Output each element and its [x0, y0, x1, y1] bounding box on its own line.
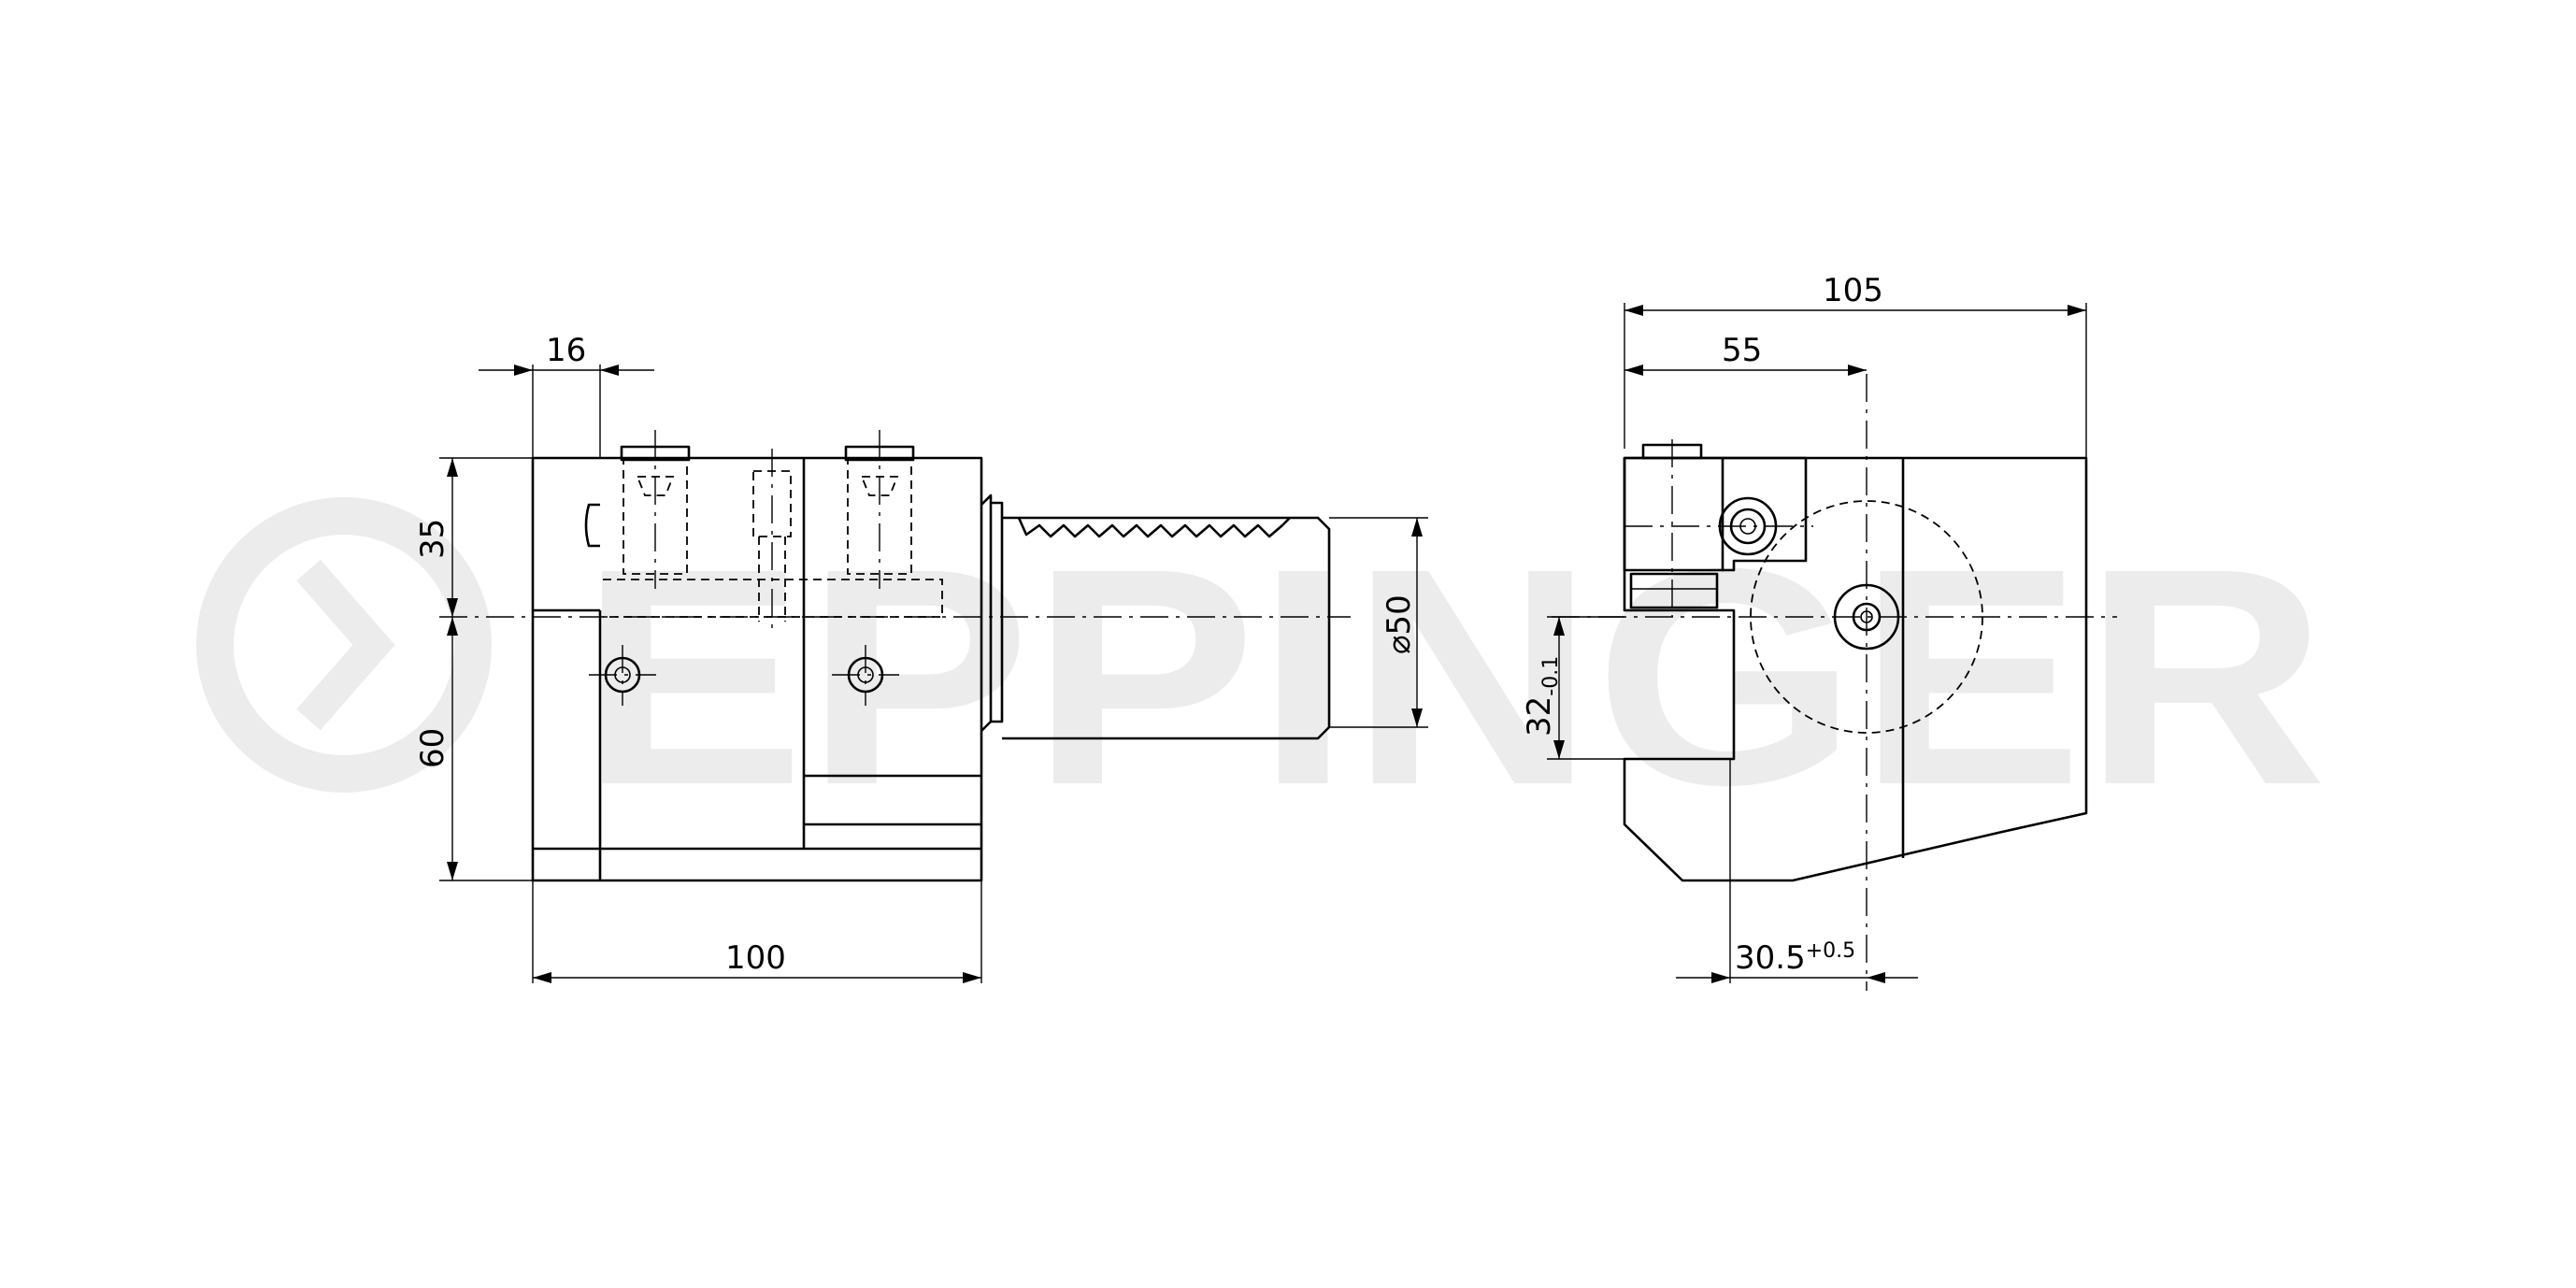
side-set-screw [584, 503, 600, 548]
dim-30-5-arrow-right [1867, 972, 1885, 983]
dim-32-arrow-top [1553, 617, 1565, 636]
side-shank-flange [991, 501, 1004, 723]
dim-30-5-label: 30.5+0.5 [1735, 939, 1855, 977]
side-shank-serration [1017, 517, 1291, 538]
dim-30-5-arrow-left [1711, 972, 1730, 983]
front-wedge [1629, 572, 1719, 609]
side-screw-bore-left [623, 459, 688, 575]
dim-105-arrow-right [2068, 305, 2086, 316]
dim-60-label: 60 [414, 728, 451, 768]
dim-60-arrow-bottom [447, 862, 458, 880]
front-dimensions: 105 55 32-0.1 30.5+0.5 [1521, 272, 2087, 983]
dim-30-5-value: 30.5 [1735, 939, 1806, 977]
dim-35-label: 35 [414, 519, 451, 559]
side-shank-collar [980, 494, 993, 732]
dim-60-arrow-top [447, 617, 458, 636]
front-view [1552, 374, 2117, 991]
dim-35-arrow-bottom [447, 598, 458, 617]
side-shank-body [1002, 516, 1331, 740]
watermark-logo-ring [196, 497, 492, 793]
watermark-logo: EPPINGER [196, 497, 2327, 849]
dim-32-tolerance: -0.1 [1539, 656, 1563, 696]
watermark-text: EPPINGER [580, 504, 2327, 849]
dim-16-arrow-right [600, 365, 619, 376]
dim-35-arrow-top [447, 458, 458, 477]
dim-d50-arrow-top [1411, 518, 1423, 537]
dim-55-arrow-left [1624, 365, 1643, 376]
dim-105-arrow-left [1624, 305, 1643, 316]
dim-d50-label: ⌀50 [1381, 594, 1418, 654]
dim-16-arrow-left [514, 365, 533, 376]
dim-100-label: 100 [725, 939, 786, 977]
dim-100-arrow-right [963, 972, 981, 983]
dim-55-label: 55 [1722, 332, 1762, 369]
dim-32-label: 32-0.1 [1521, 656, 1563, 737]
dim-32-arrow-bottom [1553, 740, 1565, 759]
front-clamp-cutout [1723, 456, 1808, 572]
dim-16-label: 16 [546, 332, 586, 369]
side-view [439, 430, 1351, 882]
side-body-outline [531, 456, 983, 882]
dim-100-arrow-left [533, 972, 551, 983]
dim-55-arrow-right [1848, 365, 1867, 376]
front-body-outline [1623, 456, 2088, 882]
dim-105-label: 105 [1823, 272, 1883, 309]
dim-d50-value: 50 [1381, 594, 1418, 635]
side-longitudinal-bore [603, 579, 943, 618]
diameter-symbol: ⌀ [1381, 636, 1418, 654]
side-dimensions: 16 35 60 100 ⌀50 [414, 332, 1428, 983]
watermark-logo-mark [296, 559, 395, 731]
side-rail-inner [802, 610, 981, 849]
dim-30-5-tolerance: +0.5 [1806, 939, 1855, 963]
dim-32-value: 32 [1521, 696, 1558, 737]
dim-d50-arrow-bottom [1411, 708, 1423, 727]
side-screw-bore-right [847, 459, 912, 575]
